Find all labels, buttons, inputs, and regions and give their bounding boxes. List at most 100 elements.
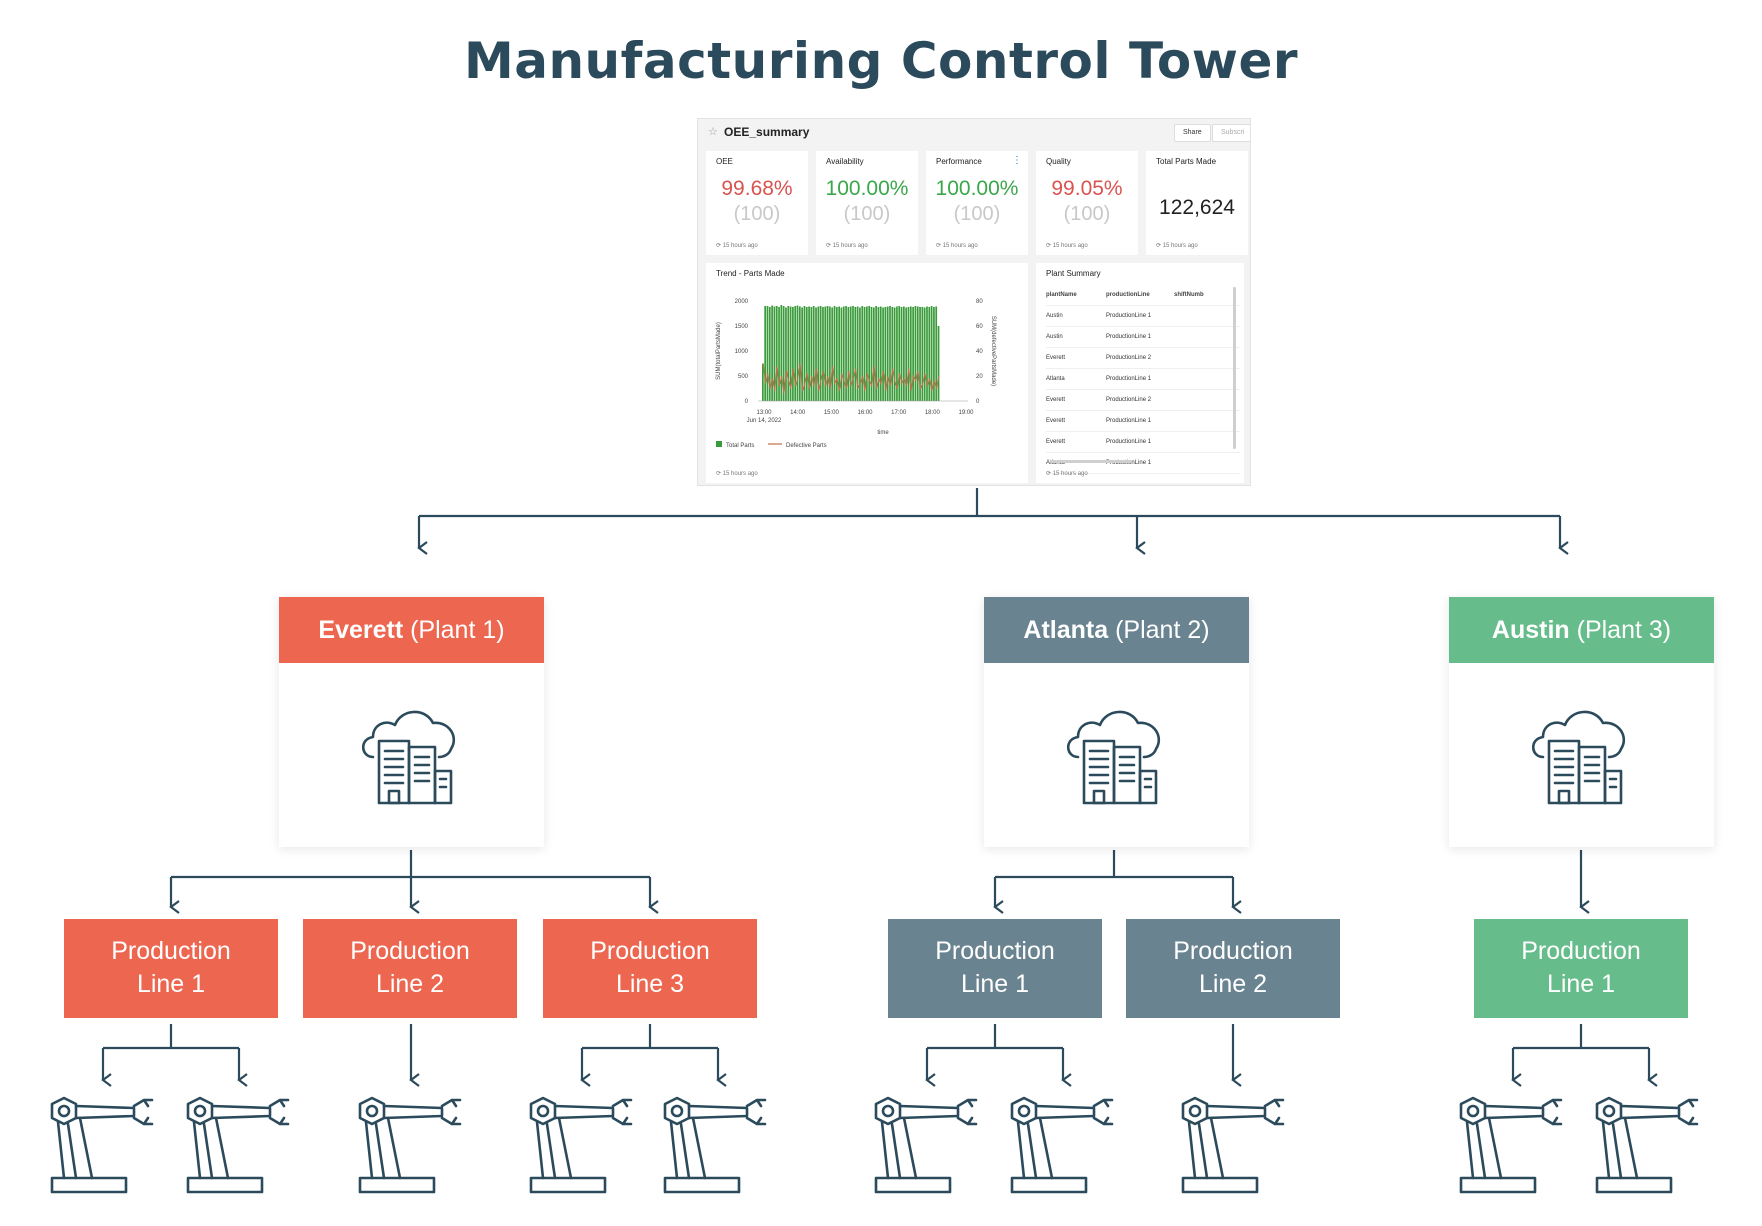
x-tick-label: 18:00 <box>925 410 941 416</box>
bar-total-parts <box>810 307 813 401</box>
kpi-label: Performance <box>936 157 982 166</box>
legend-swatch-total-parts <box>716 441 722 447</box>
cloud-factory-icon <box>361 710 456 805</box>
bar-total-parts <box>886 306 889 401</box>
column-header: plantName <box>1046 292 1077 298</box>
kpi-value: 100.00% <box>935 177 1019 200</box>
everett-production-line-3: Production Line 3 <box>543 919 757 1018</box>
bar-total-parts <box>861 306 864 401</box>
subscribe-button[interactable]: Subscri <box>1212 124 1250 142</box>
kpi-label: OEE <box>716 157 733 166</box>
line-label: Production <box>111 937 231 965</box>
bar-total-parts <box>933 307 935 401</box>
star-icon[interactable]: ☆ <box>708 126 718 138</box>
vertical-scrollbar[interactable] <box>1233 287 1236 449</box>
bar-total-parts <box>898 306 901 401</box>
kpi-updated: ⟳ 15 hours ago <box>716 243 758 249</box>
robot-arm-icon <box>358 1096 462 1194</box>
kpi-label: Total Parts Made <box>1156 157 1217 166</box>
plant-summary-title: Plant Summary <box>1046 269 1101 278</box>
x-axis-label: time <box>877 430 889 436</box>
dashboard-header: ☆ OEE_summary Share Subscri <box>698 119 1250 147</box>
bar-total-parts <box>930 306 933 401</box>
plant-number: (Plant 1) <box>403 616 505 644</box>
everett-production-line-1: Production Line 1 <box>64 919 278 1018</box>
bar-total-parts <box>822 307 824 401</box>
cloud-factory-icon <box>1531 710 1626 805</box>
robot-arm-icon <box>186 1096 290 1194</box>
bar-total-parts <box>854 307 857 401</box>
table-cell: Atlanta <box>1046 376 1065 382</box>
line-label: Production <box>935 937 1055 965</box>
kpi-card-quality: Quality 99.05% (100) ⟳ 15 hours ago <box>1036 151 1138 255</box>
oee-dashboard: ☆ OEE_summary Share Subscri OEE 99.68% (… <box>697 118 1251 486</box>
plant-name: Everett <box>318 616 404 644</box>
bar-total-parts <box>900 307 903 401</box>
horizontal-scrollbar[interactable] <box>1050 460 1132 463</box>
bar-total-parts <box>812 306 815 401</box>
line-label: Production <box>590 937 710 965</box>
robot-arm-icon <box>874 1096 978 1194</box>
bar-total-parts <box>764 306 767 401</box>
kpi-card-performance: Performance ⋮ 100.00% (100) ⟳ 15 hours a… <box>926 151 1028 255</box>
y-tick-label: 1000 <box>735 349 749 355</box>
plant-name: Austin <box>1491 616 1570 644</box>
bar-total-parts <box>849 306 852 401</box>
bar-total-parts <box>817 306 820 401</box>
plant-header: Atlanta (Plant 2) <box>984 597 1249 663</box>
line-number: Line 3 <box>615 970 685 998</box>
line-label: Production <box>1521 937 1641 965</box>
table-cell: Atlanta <box>1046 460 1065 466</box>
line-label: Production <box>1173 937 1293 965</box>
plant-name: Atlanta <box>1023 616 1109 644</box>
share-button[interactable]: Share <box>1174 124 1211 142</box>
bar-total-parts <box>909 306 912 401</box>
bar-total-parts <box>801 307 804 401</box>
bar-total-parts <box>877 307 880 401</box>
x-tick-label: 17:00 <box>891 410 907 416</box>
line-label: Production <box>350 937 470 965</box>
bar-total-parts <box>893 307 896 401</box>
bar-total-parts <box>796 305 799 401</box>
bar-total-parts <box>847 307 850 401</box>
bar-total-parts <box>835 307 838 401</box>
bar-total-parts <box>838 306 840 401</box>
bar-total-parts <box>882 307 884 401</box>
line-number: Line 1 <box>1546 970 1616 998</box>
table-cell: ProductionLine 1 <box>1106 460 1152 466</box>
bar-total-parts <box>905 307 908 401</box>
kpi-label: Availability <box>826 157 864 166</box>
table-cell: ProductionLine 1 <box>1106 439 1152 445</box>
table-row[interactable]: Atlanta ProductionLine 1 <box>1046 453 1240 474</box>
bar-total-parts <box>907 307 910 401</box>
bar-total-parts <box>921 307 924 401</box>
bar-total-parts <box>903 306 905 401</box>
line-number: Line 2 <box>1198 970 1268 998</box>
robot-arm-icon <box>663 1096 767 1194</box>
kpi-value: 122,624 <box>1159 196 1235 219</box>
bar-total-parts <box>766 306 769 401</box>
table-cell: ProductionLine 2 <box>1106 355 1152 361</box>
bar-total-parts <box>798 306 801 401</box>
robot-arm-icon <box>1595 1096 1699 1194</box>
kpi-target: (100) <box>1063 203 1111 225</box>
bar-total-parts <box>872 307 875 401</box>
bar-total-parts <box>896 306 898 401</box>
robot-arm-icon <box>529 1096 633 1194</box>
bar-total-parts <box>856 306 859 401</box>
plant-number: (Plant 2) <box>1108 616 1210 644</box>
table-cell: ProductionLine 2 <box>1106 397 1152 403</box>
more-options-icon[interactable]: ⋮ <box>1012 155 1022 166</box>
line-defective-parts <box>762 363 940 394</box>
bar-total-parts <box>845 306 847 401</box>
